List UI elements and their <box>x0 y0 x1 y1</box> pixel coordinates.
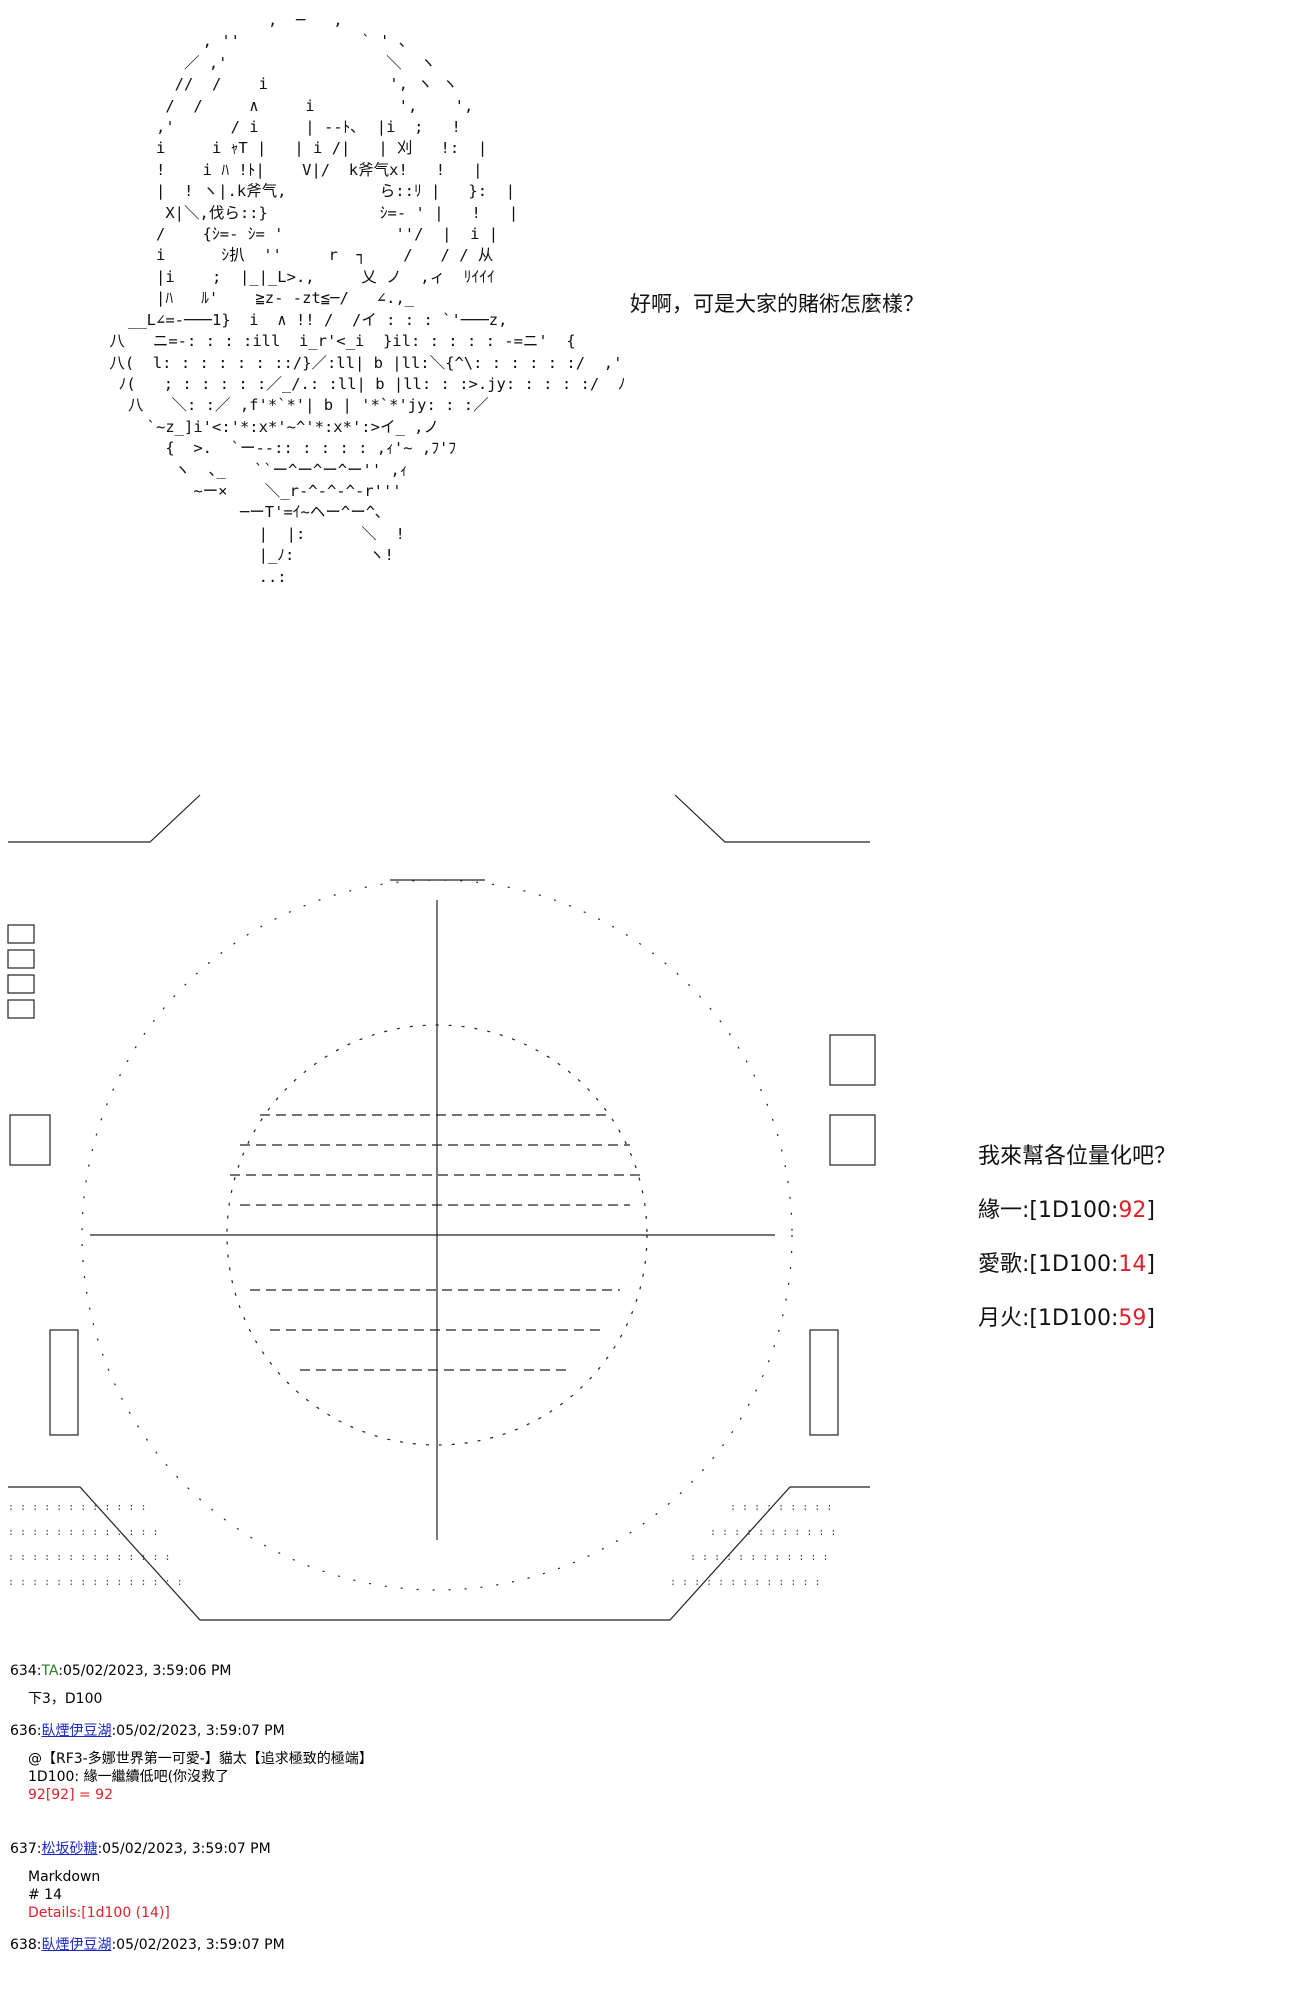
speech-text-2: 我來幫各位量化吧？ <box>978 1144 1177 1169</box>
roll-result: 14 <box>1118 1252 1147 1277</box>
roll-dice: 1D100 <box>1038 1198 1111 1223</box>
post-body: Markdown # 14 Details:[1d100 (14)] <box>28 1868 373 1922</box>
dice-roll-line: 緣一:[1D100:92] <box>978 1198 1155 1223</box>
post-header: 638:臥煙伊豆湖:05/02/2023, 3:59:07 PM <box>10 1937 285 1953</box>
art-line: X|＼,伐ら::} ｼ=- ' | ! | <box>100 203 519 222</box>
art-line: |_ﾉ: ヽ! <box>100 546 394 565</box>
post: 634:TA:05/02/2023, 3:59:06 PM 下3，D100 <box>10 1662 373 1708</box>
roll-name: 月火 <box>978 1306 1023 1331</box>
art-line: ヽ ､_ ``ー^ー^ー^ー'' ,ｨ <box>100 460 408 479</box>
post-username[interactable]: 臥煙伊豆湖 <box>41 1937 112 1953</box>
svg-text:: : : : : : : : : : : : :: : : : : : : : : : : : : : <box>670 1577 821 1588</box>
post-timestamp: 05/02/2023, 3:59:07 PM <box>116 1723 285 1739</box>
art-line: { >. `ー--:: : : : : ,ｨ'~ ,ﾌ'ﾌ <box>100 439 457 458</box>
svg-text:: : : : : : : : : : : :: : : : : : : : : : : : : <box>8 1502 146 1513</box>
art-line: ~ー× ＼_r-^-^-^-r''' <box>100 481 402 500</box>
post-number: 637 <box>10 1841 37 1857</box>
post-username: TA <box>41 1663 59 1679</box>
post-header: 634:TA:05/02/2023, 3:59:06 PM <box>10 1663 232 1679</box>
post: 637:松坂砂糖:05/02/2023, 3:59:07 PM Markdown #… <box>10 1840 373 1922</box>
roll-dice: 1D100 <box>1038 1252 1111 1277</box>
dice-roll-line: 愛歌:[1D100:14] <box>978 1252 1155 1277</box>
art-line: 八 ニ=-: : : :ill i_r'<_i }il: : : : : -=ニ… <box>100 332 576 351</box>
post-body: 下3，D100 <box>28 1690 373 1708</box>
post-number: 634 <box>10 1663 37 1679</box>
art-line: i ｼ扒 '' r ┐ / / / 从 <box>100 246 494 265</box>
post-line: 下3，D100 <box>28 1691 103 1707</box>
post-line: @【RF3-多娜世界第一可愛-】貓太【追求極致的極端】 <box>28 1751 373 1767</box>
svg-text:: : : : : : : : : : : : :: : : : : : : : : : : : : : <box>8 1527 159 1538</box>
art-line: i i ｬT | | i /| | 刈 !: | <box>100 139 488 158</box>
frame-line-right <box>674 794 870 843</box>
roll-name: 緣一 <box>978 1198 1023 1223</box>
art-line: / / ∧ i ', ', <box>100 96 474 115</box>
post: 636:臥煙伊豆湖:05/02/2023, 3:59:07 PM @【RF3-多娜… <box>10 1722 373 1840</box>
art-line: // / i ', ヽ ヽ <box>100 75 458 94</box>
dice-result: Details:[1d100 (14)] <box>28 1905 170 1921</box>
art-line: __L∠=-───1} i ∧ !! / /イ : : : `'───z, <box>100 310 508 329</box>
left-panels <box>7 924 79 1436</box>
post: 638:臥煙伊豆湖:05/02/2023, 3:59:07 PM <box>10 1936 373 1954</box>
roll-name: 愛歌 <box>978 1252 1023 1277</box>
globe-outer-ring <box>81 879 793 1591</box>
roll-dice: 1D100 <box>1038 1306 1111 1331</box>
svg-text:: : : : : : : : :: : : : : : : : : : <box>730 1502 832 1513</box>
dice-roll-line: 月火:[1D100:59] <box>978 1306 1155 1331</box>
art-line: , '' ` ' 、 <box>100 32 415 51</box>
ascii-art-girl: , ─ , , '' ` ' 、 ／ ,' ＼ ヽ // / i ', ヽ ヽ … <box>100 10 626 588</box>
post-body: @【RF3-多娜世界第一可愛-】貓太【追求極致的極端】 1D100: 緣一繼續低吧… <box>28 1750 373 1804</box>
post-line: Markdown <box>28 1869 101 1885</box>
post-line: # 14 <box>28 1887 62 1903</box>
art-line: 八( l: : : : : : ::/}／:ll| b |ll:＼{^\: : … <box>100 353 623 372</box>
speech-text-1: 好啊，可是大家的賭術怎麼樣？ <box>630 292 924 316</box>
post-number: 636 <box>10 1723 37 1739</box>
post-timestamp: 05/02/2023, 3:59:06 PM <box>62 1663 232 1679</box>
art-line: 八 ＼: :／ ,f'*`*'| b | '*`*'jy: : :／ <box>100 396 489 415</box>
art-line: , ─ , <box>100 11 343 29</box>
post-header: 636:臥煙伊豆湖:05/02/2023, 3:59:07 PM <box>10 1723 285 1739</box>
art-line: ,' / i | --ﾄ､ |i ; ! <box>100 118 461 137</box>
art-line: ! i ﾊ !ﾄ| V|/ k斧气x! ! | <box>100 160 483 179</box>
art-line: `~z_]i'<:'*:x*'~^'*:x*':>イ_ ,ノ <box>100 417 439 436</box>
right-panels <box>809 1034 876 1436</box>
ascii-art-globe: : : : : : : : : : : : : : : : : : : : : … <box>7 794 876 1621</box>
art-line: ／ ,' ＼ ヽ <box>100 53 436 72</box>
post-timestamp: 05/02/2023, 3:59:07 PM <box>116 1937 285 1953</box>
post-timestamp: 05/02/2023, 3:59:07 PM <box>102 1841 271 1857</box>
art-line: ﾉ( ; : : : : :／_/.: :ll| b |ll: : :>.jy:… <box>100 374 626 393</box>
svg-text:: : : : : : : : : : : : : :: : : : : : : : : : : : : : : <box>8 1552 171 1563</box>
svg-text:: : : : : : : : : : : :: : : : : : : : : : : : : <box>690 1552 828 1563</box>
post-line: 1D100: 緣一繼續低吧(你沒救了 <box>28 1769 230 1785</box>
art-line: | |: ＼ ! <box>100 524 405 543</box>
post-username[interactable]: 松坂砂糖 <box>41 1841 98 1857</box>
svg-text:: : : : : : : : : : : : : : :: : : : : : : : : : : : : : : : <box>8 1577 183 1588</box>
art-line: | ! ヽ|.k斧气, ら::ﾘ | }: | <box>100 182 516 201</box>
roll-result: 59 <box>1118 1306 1147 1331</box>
dice-result: 92[92] = 92 <box>28 1787 113 1803</box>
art-line: ─ーT'=ｲ~ヘー^ー^､ <box>100 503 383 522</box>
post-number: 638 <box>10 1937 37 1953</box>
art-line: / {ｼ=- ｼ= ' ''/ | i | <box>100 225 499 244</box>
art-line: |i ; |_|_L>., 乂 ノ ,ィ ﾘｲｲｲ <box>100 267 495 286</box>
post-list: 634:TA:05/02/2023, 3:59:06 PM 下3，D100 636:… <box>10 1662 373 1954</box>
art-line: |ﾊ ﾙ' ≧z- -zt≦─/ ∠.,_ <box>100 289 415 308</box>
post-header: 637:松坂砂糖:05/02/2023, 3:59:07 PM <box>10 1841 271 1857</box>
frame-line-left <box>8 794 201 843</box>
globe-inner-sphere <box>226 1024 648 1446</box>
frame-line-bottom <box>8 1486 870 1621</box>
post-username[interactable]: 臥煙伊豆湖 <box>41 1723 112 1739</box>
svg-text:: : : : : : : : : : :: : : : : : : : : : : : <box>710 1527 836 1538</box>
art-line: ..: <box>100 567 287 586</box>
roll-result: 92 <box>1118 1198 1147 1223</box>
